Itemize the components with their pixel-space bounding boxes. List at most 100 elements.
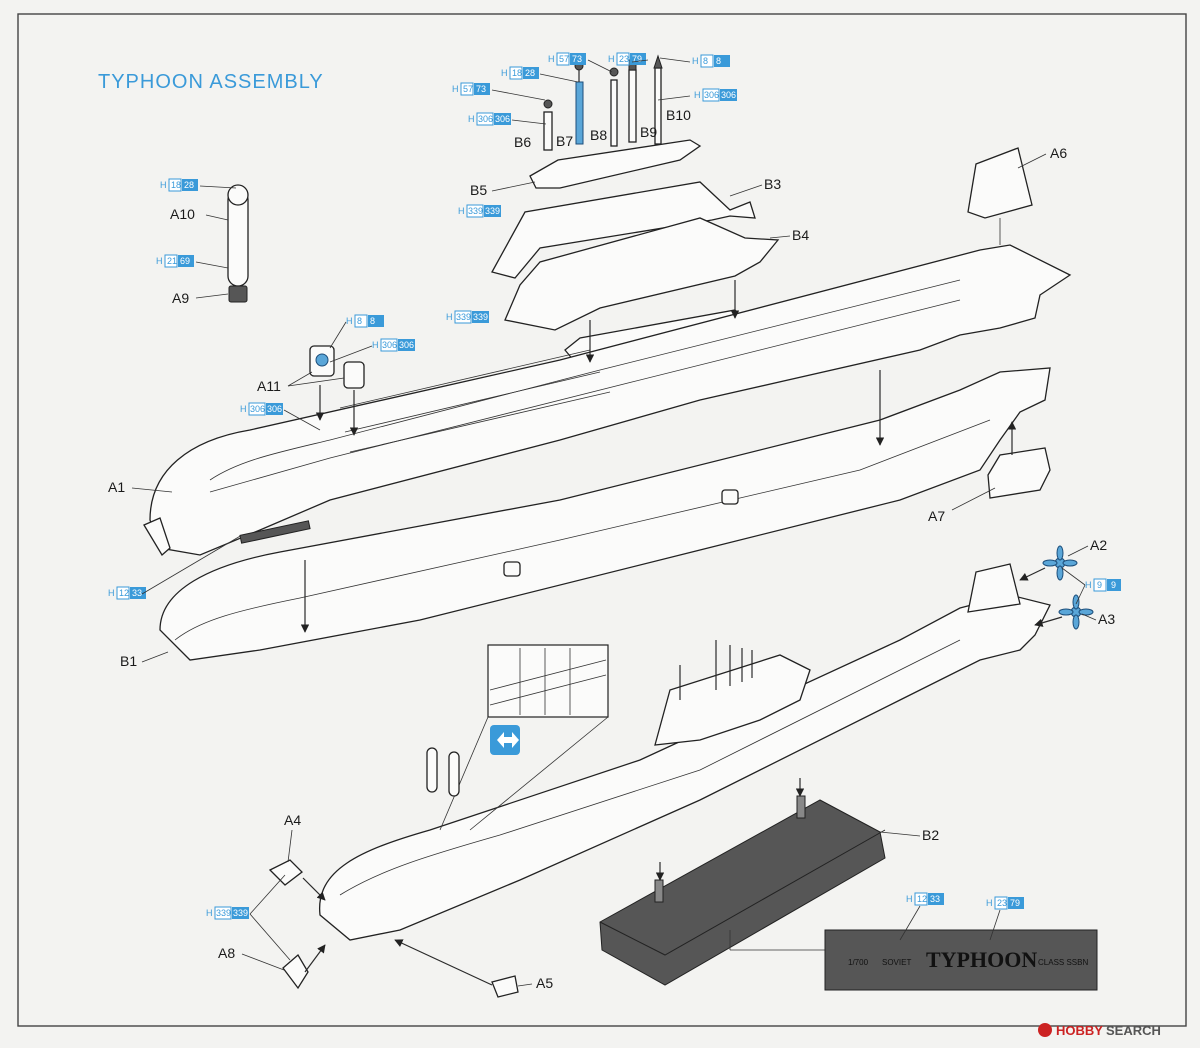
color-code: H 12 33 (906, 892, 944, 906)
svg-text:H: H (156, 256, 163, 266)
color-code: H 23 79 (608, 52, 646, 66)
svg-text:23: 23 (619, 54, 629, 64)
svg-text:H: H (108, 588, 115, 598)
svg-text:H: H (458, 206, 465, 216)
svg-text:33: 33 (930, 894, 940, 904)
detail-inset (487, 644, 609, 718)
color-code-leaders (141, 57, 1086, 961)
svg-text:306: 306 (704, 90, 719, 100)
svg-text:H: H (206, 908, 213, 918)
label-b9: B9 (640, 124, 657, 140)
stand-nameplate (824, 929, 1098, 991)
svg-text:23: 23 (997, 898, 1007, 908)
rudder-a6 (967, 147, 1033, 219)
buoy-base-a9 (228, 285, 248, 303)
nameplate-suffix: CLASS SSBN (1038, 958, 1088, 967)
upper-hull-a1 (149, 244, 1072, 556)
label-a1: A1 (108, 479, 125, 495)
part-a5 (491, 975, 519, 998)
color-code: H 23 79 (986, 896, 1024, 910)
torpedo-slot (239, 520, 311, 544)
svg-text:57: 57 (463, 84, 473, 94)
color-code: H 18 28 (160, 178, 198, 192)
periscope-b8 (609, 67, 619, 147)
svg-text:33: 33 (132, 588, 142, 598)
color-code: H 57 73 (548, 52, 586, 66)
svg-text:57: 57 (559, 54, 569, 64)
svg-text:339: 339 (456, 312, 471, 322)
nameplate-name: TYPHOON (926, 947, 1037, 972)
label-b8: B8 (590, 127, 607, 143)
svg-text:H: H (694, 90, 701, 100)
svg-text:79: 79 (1010, 898, 1020, 908)
svg-text:28: 28 (525, 68, 535, 78)
svg-text:H: H (452, 84, 459, 94)
label-b2: B2 (922, 827, 939, 843)
label-b10: B10 (666, 107, 691, 123)
color-code: H 8 8 (692, 54, 730, 68)
color-code: H 57 73 (452, 82, 490, 96)
completed-rudder (967, 563, 1021, 613)
svg-text:8: 8 (370, 316, 375, 326)
completed-submarine-hull (319, 594, 1051, 941)
svg-text:339: 339 (485, 206, 500, 216)
svg-text:79: 79 (632, 54, 642, 64)
watermark-suffix: SEARCH (1106, 1023, 1161, 1038)
svg-text:9: 9 (1097, 580, 1102, 590)
label-a7: A7 (928, 508, 945, 524)
bow-cap-a1 (143, 517, 171, 557)
stern-plane-a7 (987, 447, 1051, 499)
completed-masts (679, 640, 753, 700)
svg-text:339: 339 (468, 206, 483, 216)
completed-sail (654, 654, 811, 746)
svg-text:H: H (160, 180, 167, 190)
page-border (17, 13, 1187, 1027)
svg-text:18: 18 (512, 68, 522, 78)
svg-text:306: 306 (399, 340, 414, 350)
svg-text:H: H (548, 54, 555, 64)
mast-b10 (653, 54, 663, 145)
color-code: H 306 306 (468, 112, 511, 126)
part-labels: A1 A2 A3 A4 A5 A6 A7 A8 A9 A10 A11 B1 B2… (108, 107, 1115, 991)
label-a6: A6 (1050, 145, 1067, 161)
svg-text:H: H (906, 894, 913, 904)
svg-text:H: H (240, 404, 247, 414)
watermark-brand: HOBBY (1056, 1023, 1103, 1038)
hatch-a8 (282, 953, 309, 990)
label-a11: A11 (257, 378, 281, 394)
color-code: H 339 339 (446, 310, 489, 324)
periscope-b7 (574, 61, 584, 145)
hatch-a11-right (343, 361, 365, 389)
svg-text:H: H (346, 316, 353, 326)
svg-text:8: 8 (357, 316, 362, 326)
label-b1: B1 (120, 653, 137, 669)
missile-hatch-grid (339, 349, 611, 453)
svg-text:H: H (608, 54, 615, 64)
color-code: H 21 69 (156, 254, 194, 268)
svg-text:306: 306 (478, 114, 493, 124)
buoy-a10 (227, 184, 249, 287)
svg-text:339: 339 (473, 312, 488, 322)
propeller-a3 (1058, 594, 1094, 630)
missile-tube-1 (426, 747, 438, 793)
svg-text:8: 8 (703, 56, 708, 66)
svg-text:73: 73 (476, 84, 486, 94)
color-code: H 306 306 (240, 402, 283, 416)
color-code: H 9 9 (1085, 578, 1121, 592)
label-b5: B5 (470, 182, 487, 198)
plane-a4 (268, 859, 303, 886)
svg-text:73: 73 (572, 54, 582, 64)
svg-text:H: H (446, 312, 453, 322)
svg-text:H: H (501, 68, 508, 78)
svg-text:H: H (986, 898, 993, 908)
color-code: H 339 339 (458, 204, 501, 218)
svg-text:306: 306 (267, 404, 282, 414)
label-a10: A10 (170, 206, 195, 222)
label-a4: A4 (284, 812, 301, 828)
watermark: HOBBY SEARCH (1038, 1023, 1161, 1038)
svg-text:306: 306 (250, 404, 265, 414)
label-b7: B7 (556, 133, 573, 149)
svg-text:12: 12 (119, 588, 129, 598)
color-code: H 306 306 (372, 338, 415, 352)
svg-text:339: 339 (216, 908, 231, 918)
